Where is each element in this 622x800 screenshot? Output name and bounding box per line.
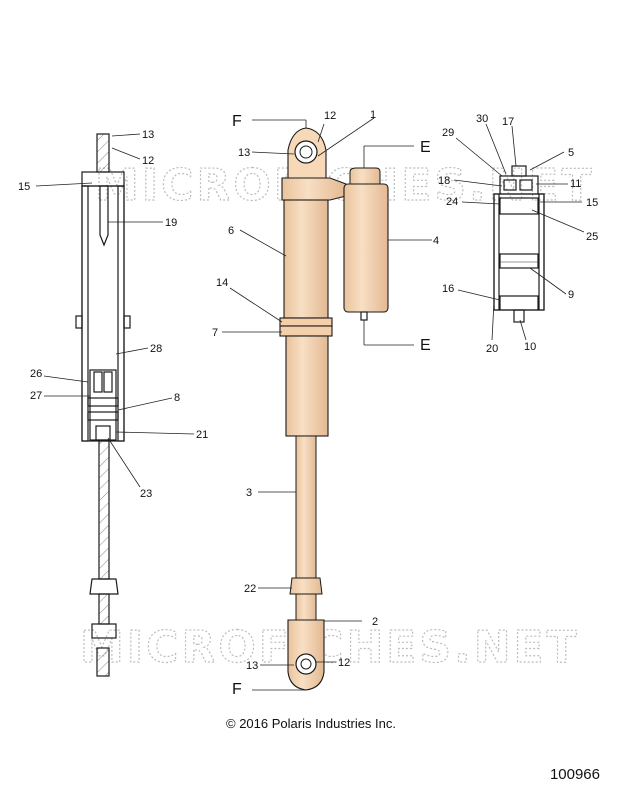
callout-2: 2: [372, 616, 378, 628]
sectional-view-left: [75, 133, 131, 677]
callout-8: 8: [174, 392, 180, 404]
callout-10: 10: [524, 341, 536, 353]
callout-13-top: 13: [238, 147, 250, 159]
section-label-f-top: F: [232, 113, 242, 130]
reservoir: [343, 183, 389, 313]
callout-30: 30: [476, 113, 488, 125]
shock-assembly-center: [252, 119, 414, 691]
shaft: [295, 435, 317, 579]
callout-5: 5: [568, 147, 574, 159]
callout-11: 11: [570, 178, 581, 190]
reservoir-body-section: [493, 193, 545, 311]
callout-12-top: 12: [324, 110, 336, 122]
reservoir-section-right: [493, 165, 545, 323]
floating-piston: [499, 253, 539, 269]
callout-14: 14: [216, 277, 228, 289]
callout-15-left: 15: [18, 181, 30, 193]
callout-13-bottom: 13: [246, 660, 258, 672]
copyright-text: © 2016 Polaris Industries Inc.: [226, 716, 396, 731]
callout-28: 28: [150, 343, 162, 355]
callout-9: 9: [568, 289, 574, 301]
callout-24: 24: [446, 196, 458, 208]
inner-needle-section: [99, 185, 109, 247]
bumper-section: [89, 578, 119, 595]
callout-29: 29: [442, 127, 454, 139]
callout-18: 18: [438, 175, 450, 187]
callout-3: 3: [246, 487, 252, 499]
collar-nut: [279, 317, 333, 327]
section-label-f-bottom: F: [232, 681, 242, 698]
reservoir-end-cap: [499, 197, 539, 215]
watermark-bottom: MICROFICHES.NET: [80, 622, 580, 673]
callout-1: 1: [370, 109, 376, 121]
callout-7: 7: [212, 327, 218, 339]
callout-26: 26: [30, 368, 42, 380]
section-label-e-bottom: E: [420, 337, 431, 354]
leader-lines: [35, 117, 585, 666]
callout-17: 17: [502, 116, 514, 128]
callout-6: 6: [228, 225, 234, 237]
callout-23: 23: [140, 488, 152, 500]
callout-27: 27: [30, 390, 42, 402]
callout-21: 21: [196, 429, 208, 441]
lower-sleeve: [285, 335, 329, 437]
callout-16: 16: [442, 283, 454, 295]
callout-20: 20: [486, 343, 498, 355]
callout-15-right: 15: [586, 197, 598, 209]
reservoir-cap: [349, 167, 381, 185]
callout-19: 19: [165, 217, 177, 229]
section-label-e-top: E: [420, 139, 431, 156]
top-cap: [281, 177, 347, 201]
callout-13-left: 13: [142, 129, 154, 141]
callout-12-left: 12: [142, 155, 154, 167]
body-tube: [283, 199, 329, 319]
callout-22: 22: [244, 583, 256, 595]
callout-12-bottom: 12: [338, 657, 350, 669]
callout-4: 4: [433, 235, 439, 247]
callouts: 13 12 15 19 28 26 27 8 21 23 12 1 13 6 4…: [18, 109, 598, 672]
bumper: [289, 577, 323, 595]
callout-25: 25: [586, 231, 598, 243]
drawing-number: 100966: [549, 766, 600, 783]
